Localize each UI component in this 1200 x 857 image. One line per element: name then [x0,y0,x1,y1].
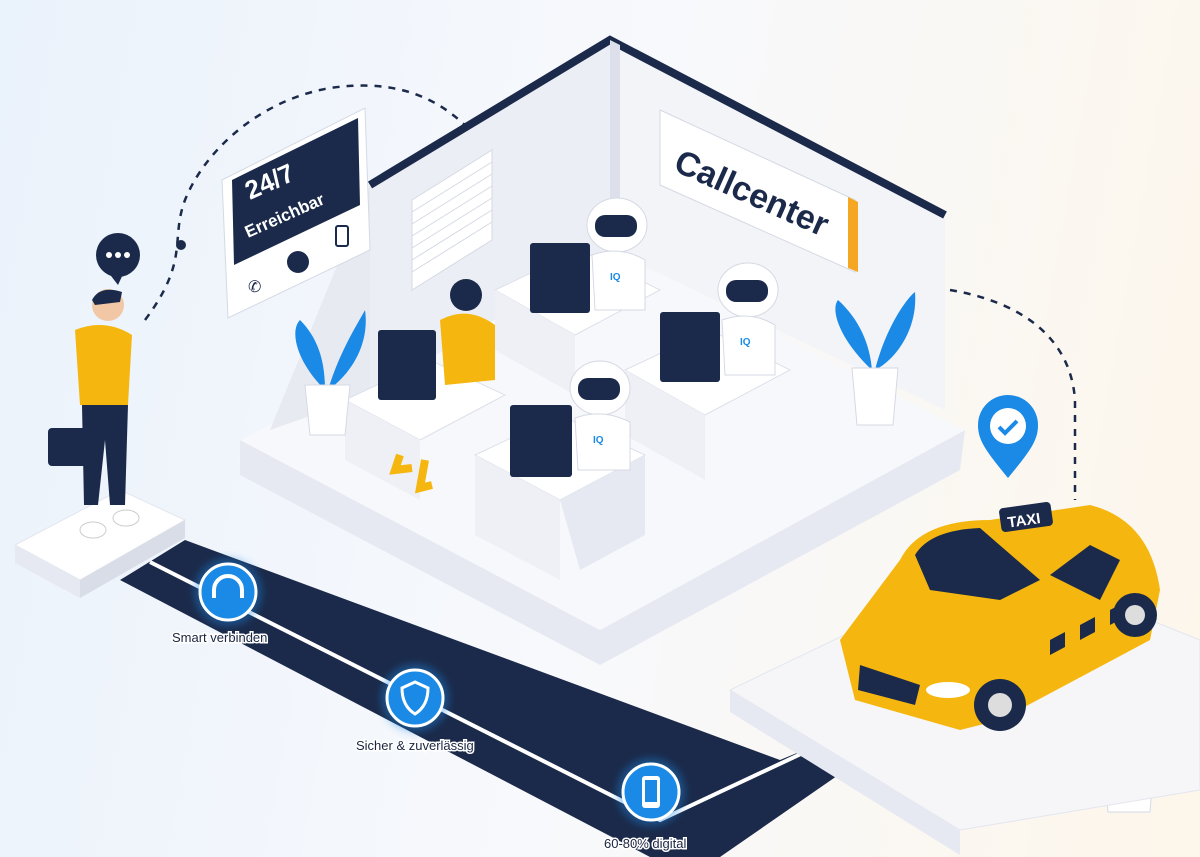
desk-human-agent [343,279,507,500]
plant-right [835,292,916,426]
person-caller [48,289,140,539]
speech-bubble-icon [96,233,140,285]
briefcase-icon [48,428,96,466]
svg-text:Smart verbinden: Smart verbinden [172,630,267,645]
desk-robot-3: IQ [473,360,647,580]
svg-text:IQ: IQ [610,272,621,283]
desk-robot-1: IQ [493,197,662,395]
svg-text:TAXI: TAXI [1006,510,1041,531]
headset-icon [212,574,244,598]
chat-icon [287,251,309,273]
connector-dot [176,240,186,250]
svg-text:Sicher & zuverlässig: Sicher & zuverlässig [356,738,474,753]
step-smart-verbinden: Smart verbinden [171,558,269,647]
window-blinds [411,149,493,291]
shield-icon [400,680,430,716]
desk-robot-2: IQ [623,262,792,480]
svg-text:IQ: IQ [740,337,751,348]
phone-icon: ✆ [248,279,261,296]
svg-text:60-80% digital: 60-80% digital [604,836,686,851]
mobile-icon [335,225,349,247]
svg-text:IQ: IQ [593,435,604,446]
plant-left [295,310,366,436]
taxi-car: TAXI [840,502,1160,731]
step-digital: 60-80% digital [603,758,688,853]
location-check-icon [978,395,1038,478]
step-sicher-zuverlaessig: Sicher & zuverlässig [355,664,475,755]
availability-sign: 24/7 Erreichbar ✆ [221,107,371,319]
